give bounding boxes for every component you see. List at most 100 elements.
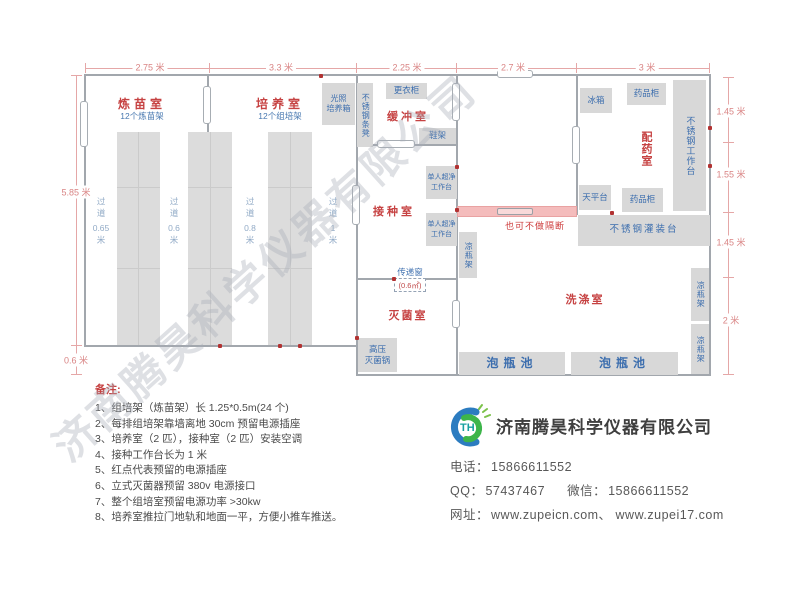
door-huanchong-central [452, 83, 460, 121]
bottle-cooling-rack-3: 凉瓶架 [691, 324, 709, 374]
dim-tick [456, 63, 457, 73]
power-outlet-dot [708, 126, 712, 130]
dim-label-top-5: 3 米 [635, 60, 659, 74]
bottle-cooling-rack-label: 凉瓶架 [696, 335, 706, 363]
qq-value: 57437467 [485, 484, 546, 498]
dimension-line-left [76, 75, 77, 375]
aisle-size: 0.8 [244, 223, 256, 233]
notes-block: 备注: 1、组培架（炼苗架）长 1.25*0.5m(24 个) 2、每排组培架靠… [95, 381, 435, 526]
culture-rack-row-3 [268, 132, 312, 345]
dim-label-top-4: 2.7 米 [497, 60, 529, 74]
wall-bottom-right [357, 374, 711, 376]
aisle-unit: 米 [245, 235, 255, 246]
note-item: 3、培养室（2 匹），接种室（2 匹）安装空调 [95, 433, 303, 446]
note-item: 8、培养室推拉门地轨和地面一平，方便小推车推送。 [95, 511, 343, 524]
dimension-line-right [728, 77, 729, 375]
door-huanchong-jiezhong [377, 140, 415, 148]
dim-tick [85, 63, 86, 73]
autoclave-label-2: 灭菌锅 [364, 355, 391, 365]
room-sublabel-peiyang: 12个组培架 [258, 111, 302, 121]
power-outlet-dot [455, 165, 459, 169]
qq-label: QQ： [450, 484, 484, 498]
phone-label: 电话： [450, 460, 490, 474]
wardrobe: 更衣柜 [386, 83, 427, 99]
company-logo: TH [443, 402, 491, 455]
wall-top [85, 74, 711, 76]
light-incubator-label-1: 光照 [330, 93, 347, 103]
dim-tick [71, 345, 82, 346]
aisle-size: 0.65 [92, 223, 110, 233]
aisle-label-1: 过道 0.65 米 [92, 197, 110, 247]
room-label-peiyao: 配药室 [637, 124, 655, 174]
room-label-jiezhong: 接种室 [373, 206, 415, 218]
aisle-word: 过道 [169, 197, 180, 220]
aisle-unit: 米 [328, 235, 338, 246]
bottle-soaking-pool-2: 泡瓶池 [571, 352, 678, 375]
optional-partition-door [497, 208, 533, 215]
dim-label-top-2: 3.3 米 [265, 60, 297, 74]
aisle-size: 1 [330, 223, 336, 233]
dim-label-left-1: 5.85 米 [58, 185, 94, 199]
room-label-lianmiao: 炼苗室 [117, 97, 166, 111]
power-outlet-dot [455, 208, 459, 212]
autoclave-label-1: 高压 [368, 343, 386, 354]
dim-tick [723, 212, 734, 213]
room-sublabel-lianmiao: 12个炼苗架 [120, 111, 164, 121]
dim-label-right-2: 1.55 米 [713, 167, 749, 181]
dim-label-top-1: 2.75 米 [132, 60, 168, 74]
optional-partition-note: 也可不做隔断 [504, 221, 565, 231]
power-outlet-dot [708, 164, 712, 168]
dim-tick [723, 277, 734, 278]
dim-label-top-3: 2.25 米 [389, 60, 425, 74]
note-item: 7、整个组培室预留电源功率 >30kw [95, 495, 261, 508]
stainless-bench-label: 不锈钢条凳 [361, 92, 371, 138]
medicine-cabinet-2: 药品柜 [622, 188, 663, 212]
power-outlet-dot [278, 344, 282, 348]
notes-title: 备注: [95, 384, 121, 396]
clean-bench-1: 单人超净 工作台 [426, 166, 457, 199]
clean-bench-label-1: 单人超净 [427, 221, 456, 229]
dim-tick [356, 63, 357, 73]
bottle-cooling-rack-2: 凉瓶架 [691, 268, 709, 321]
dim-tick [723, 142, 734, 143]
clean-bench-2: 单人超净 工作台 [426, 213, 457, 246]
clean-bench-label-2: 工作台 [431, 230, 452, 238]
power-outlet-dot [218, 344, 222, 348]
room-label-miejun: 灭菌室 [388, 310, 428, 322]
dim-tick [723, 77, 734, 78]
aisle-label-3: 过道 0.8 米 [241, 197, 259, 247]
wall-right [709, 74, 711, 376]
aisle-label-2: 过道 0.6 米 [165, 197, 183, 247]
power-outlet-dot [319, 74, 323, 78]
room-label-peiyao-text: 配药室 [640, 131, 652, 167]
wechat-value: 15866611552 [608, 484, 690, 498]
pass-window-label: 传递窗 [397, 267, 423, 277]
aisle-unit: 米 [169, 235, 179, 246]
note-item: 4、接种工作台长为 1 米 [95, 448, 208, 461]
culture-rack-row-1 [117, 132, 160, 345]
wechat-label: 微信： [567, 484, 607, 498]
clean-bench-label-2: 工作台 [431, 183, 452, 191]
dim-label-right-1: 1.45 米 [713, 104, 749, 118]
aisle-unit: 米 [96, 235, 106, 246]
contact-web: 网址：www.zupeicn.com、 www.zupei17.com [450, 504, 726, 523]
stainless-bench: 不锈钢条凳 [357, 83, 373, 147]
door-left-wall [80, 101, 88, 147]
contact-phone: 电话：15866611552 [450, 456, 574, 475]
clean-bench-label-1: 单人超净 [427, 174, 456, 182]
dim-tick [723, 374, 734, 375]
door-miejun-xidi [452, 300, 460, 328]
medicine-cabinet-1: 药品柜 [627, 83, 666, 105]
dim-tick [71, 75, 82, 76]
autoclave: 高压 灭菌锅 [358, 338, 397, 372]
wall-left [84, 74, 86, 347]
power-outlet-dot [610, 211, 614, 215]
power-outlet-dot [392, 277, 396, 281]
aisle-word: 过道 [96, 197, 107, 220]
light-incubator: 光照 培养箱 [322, 83, 355, 125]
dim-label-right-3: 1.45 米 [713, 235, 749, 249]
stainless-filling-table: 不锈钢灌装台 [578, 215, 710, 246]
dim-tick [71, 374, 82, 375]
dim-label-right-4: 2 米 [719, 313, 743, 327]
dim-label-left-2: 0.6 米 [60, 353, 92, 367]
